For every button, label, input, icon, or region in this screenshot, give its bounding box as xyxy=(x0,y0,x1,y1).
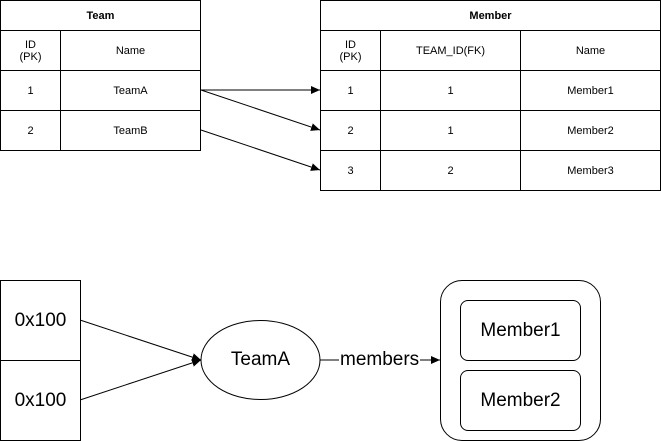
team-cell-name: TeamB xyxy=(60,110,201,151)
team-header-name: Name xyxy=(60,30,201,71)
member-header-id: ID (PK) xyxy=(320,30,381,71)
member-cell-id: 1 xyxy=(320,70,381,111)
team-cell-name: TeamA xyxy=(60,70,201,111)
member-cell-team-id: 1 xyxy=(380,110,521,151)
team-header-id: ID (PK) xyxy=(0,30,61,71)
member-cell-name: Member1 xyxy=(520,70,661,111)
team-cell-id: 2 xyxy=(0,110,61,151)
team-table-title: Team xyxy=(0,0,201,31)
member-header-team-id: TEAM_ID(FK) xyxy=(380,30,521,71)
team-node-ellipse xyxy=(200,320,321,400)
member-table-title: Member xyxy=(320,0,661,31)
members-edge-label: members xyxy=(339,349,421,371)
fk-arrow-teamb-member3 xyxy=(200,129,321,171)
reference-box: 0x100 xyxy=(0,280,81,361)
member-cell-name: Member3 xyxy=(520,150,661,191)
member-cell-team-id: 1 xyxy=(380,70,521,111)
fk-arrow-teama-member2 xyxy=(200,89,321,131)
team-cell-id: 1 xyxy=(0,70,61,111)
member-cell-name: Member2 xyxy=(520,110,661,151)
member-cell-id: 2 xyxy=(320,110,381,151)
ref-arrow-bottom xyxy=(79,359,202,401)
reference-box: 0x100 xyxy=(0,360,81,441)
member-header-name: Name xyxy=(520,30,661,71)
member-node: Member1 xyxy=(460,300,581,361)
member-node: Member2 xyxy=(460,370,581,431)
team-node-label: TeamA xyxy=(230,349,291,370)
member-cell-id: 3 xyxy=(320,150,381,191)
ref-arrow-top xyxy=(79,319,202,361)
member-cell-team-id: 2 xyxy=(380,150,521,191)
